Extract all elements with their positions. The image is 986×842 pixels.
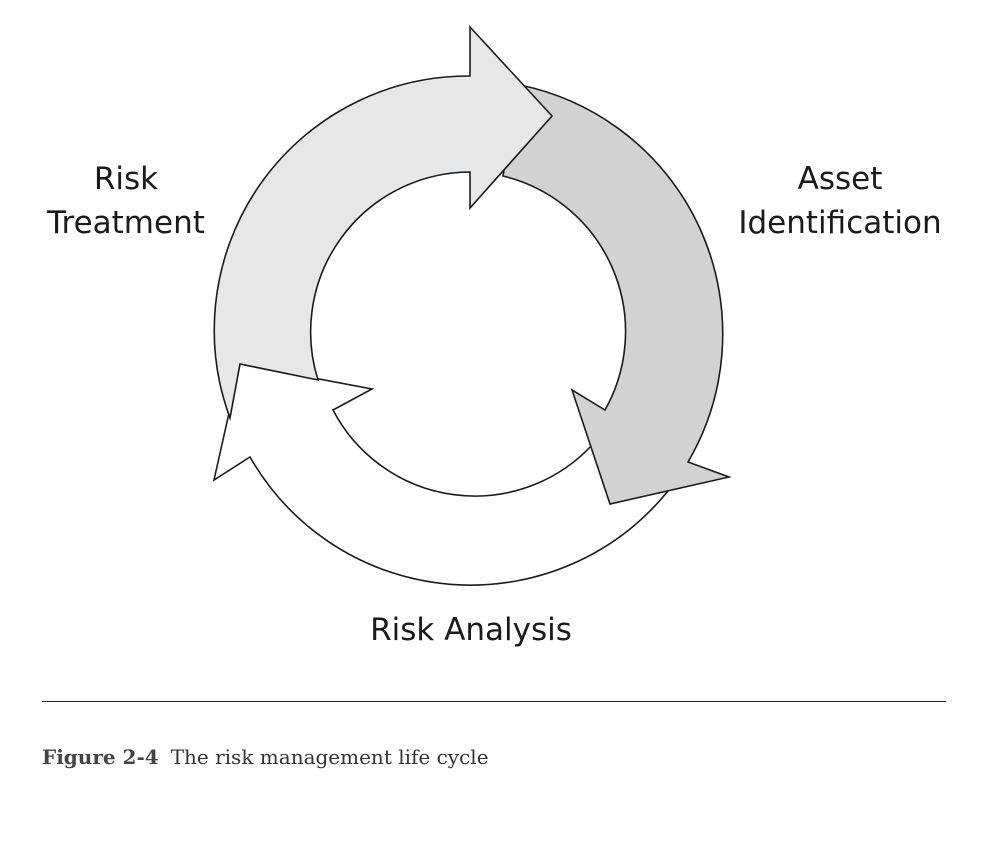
risk-treatment-label-line-1: Risk [93, 161, 159, 197]
risk-treatment-label-line-2: Treatment [47, 205, 205, 241]
risk-analysis-label: Risk Analysis [360, 608, 582, 652]
risk-treatment-label: Risk Treatment [40, 157, 212, 245]
asset-identification-arrow [502, 84, 732, 505]
figure-caption: Figure 2-4 The risk management life cycle [42, 745, 489, 769]
figure-number: Figure 2-4 [42, 745, 159, 769]
risk-treatment-arrow [213, 24, 554, 422]
asset-identification-label: Asset Identification [728, 157, 952, 245]
asset-identification-label-line-2: Identification [738, 205, 942, 241]
risk-analysis-label-line-1: Risk Analysis [370, 612, 572, 648]
caption-divider [42, 701, 946, 702]
figure-caption-text: The risk management life cycle [170, 745, 489, 769]
risk-analysis-arrow [212, 363, 670, 586]
asset-identification-label-line-1: Asset [797, 161, 883, 197]
